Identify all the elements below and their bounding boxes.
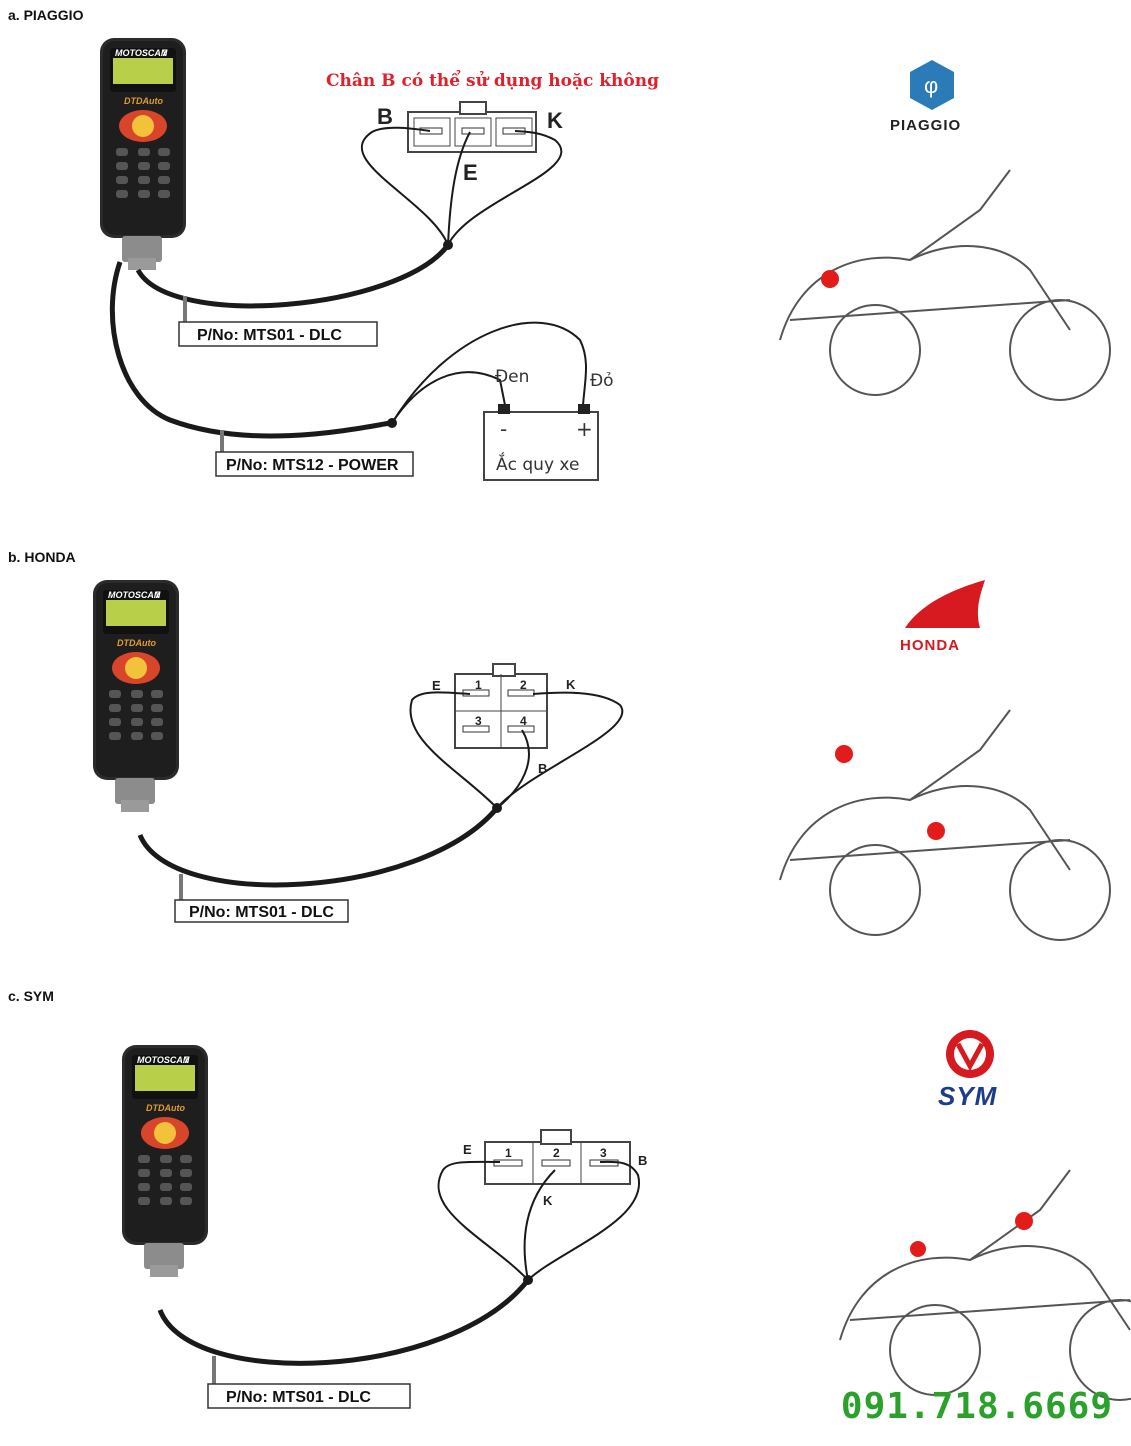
cable-dlc-label: P/No: MTS01 - DLC <box>226 1389 371 1406</box>
pin-number-2: 2 <box>553 1146 560 1160</box>
cable-dlc <box>135 243 451 309</box>
cable-power <box>109 261 391 439</box>
pin-label-k: K <box>566 677 576 692</box>
wire-b <box>361 126 449 246</box>
section-honda: 1 2 3 4 E K B P/No: MTS01 - DLC HONDA <box>93 580 1111 941</box>
honda-wing-logo-icon: HONDA <box>900 580 985 654</box>
wire-e <box>447 131 471 246</box>
pin-label-b: B <box>638 1153 647 1168</box>
pin-label-k: K <box>547 108 563 133</box>
cable-dlc <box>137 806 499 888</box>
pin-label-k: K <box>543 1193 553 1208</box>
brand-honda: HONDA <box>900 637 960 654</box>
dlc-location-dot-alt <box>927 822 945 840</box>
pin-number-4: 4 <box>520 714 527 728</box>
section-piaggio: - + Ắc quy xe Đen Đỏ Chân B có thể sử dụ… <box>100 38 1111 481</box>
pin-label-b: B <box>377 104 393 129</box>
pin-number-1: 1 <box>505 1146 512 1160</box>
cable-dlc-label: P/No: MTS01 - DLC <box>189 904 334 921</box>
pin-number-2: 2 <box>520 678 527 692</box>
connector-4pin <box>454 663 548 749</box>
pin-b-note: Chân B có thể sử dụng hoặc không <box>326 69 659 91</box>
connector-3pin <box>484 1129 631 1185</box>
svg-text:φ: φ <box>924 73 938 98</box>
pin-number-3: 3 <box>475 714 482 728</box>
cable-dlc <box>157 1278 530 1366</box>
battery-box <box>483 411 599 481</box>
piaggio-logo-icon: φ PIAGGIO <box>890 60 961 134</box>
sym-scooter-icon <box>839 1169 1131 1401</box>
battery-label: Ắc quy xe <box>496 451 579 475</box>
dlc-location-dot <box>835 745 853 763</box>
dlc-location-dot-alt <box>910 1241 926 1257</box>
brand-piaggio: PIAGGIO <box>890 117 961 134</box>
honda-scooter-icon <box>779 709 1111 941</box>
scanner-device-icon <box>122 1045 208 1277</box>
pin-label-e: E <box>463 1142 472 1157</box>
pin-label-e: E <box>432 678 441 693</box>
section-title-piaggio: a. PIAGGIO <box>8 7 84 23</box>
section-title-sym: c. SYM <box>8 988 54 1004</box>
sym-logo-icon: SYM <box>938 1030 998 1111</box>
dlc-location-dot <box>1015 1212 1033 1230</box>
pin-number-1: 1 <box>475 678 482 692</box>
pin-label-e: E <box>463 160 478 185</box>
pin-label-b: B <box>538 761 547 776</box>
battery-pos-sign: + <box>576 417 593 441</box>
battery-neg-sign: - <box>500 417 507 441</box>
cable-power-label: P/No: MTS12 - POWER <box>226 457 399 474</box>
phone-number: 091.718.6669 <box>840 1386 1113 1427</box>
wire-k <box>447 130 563 246</box>
section-sym: 1 2 3 E B K P/No: MTS01 - DLC SYM <box>122 1030 1131 1409</box>
scanner-device-icon <box>93 580 179 812</box>
section-title-honda: b. HONDA <box>8 549 76 565</box>
brand-sym: SYM <box>938 1081 998 1111</box>
wire-red-label: Đỏ <box>590 371 614 391</box>
connector-3pin <box>407 101 537 153</box>
wire-black-label: Đen <box>495 367 529 387</box>
cable-dlc-label: P/No: MTS01 - DLC <box>197 327 342 344</box>
dlc-location-dot <box>821 270 839 288</box>
scanner-device-icon <box>100 38 186 270</box>
pin-number-3: 3 <box>600 1146 607 1160</box>
